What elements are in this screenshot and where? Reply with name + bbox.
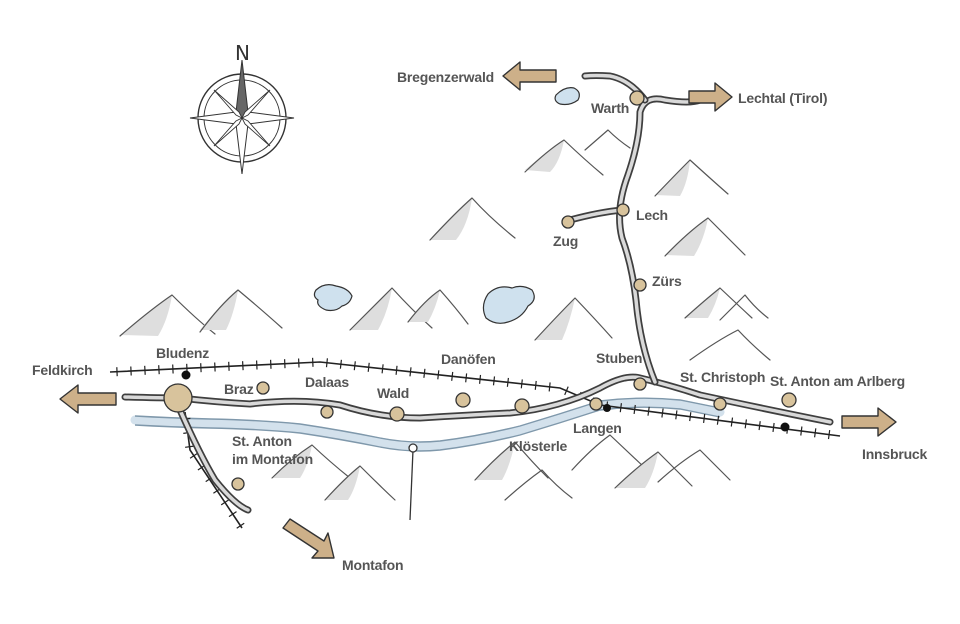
mountain	[407, 289, 469, 325]
label-warth: Warth	[591, 100, 629, 116]
arrow-southeast-montafon-icon	[282, 518, 335, 559]
label-langen: Langen	[573, 420, 622, 436]
label-st-christoph: St. Christoph	[680, 369, 765, 385]
town-zuers	[633, 278, 647, 292]
lake	[554, 87, 580, 106]
label-st-anton-arlberg: St. Anton am Arlberg	[770, 373, 905, 389]
mountain	[524, 139, 604, 176]
lakes	[313, 87, 580, 324]
label-feldkirch: Feldkirch	[32, 362, 92, 378]
label-zuers: Zürs	[652, 273, 682, 289]
arrow-east-innsbruck-icon	[841, 407, 897, 437]
label-wald: Wald	[377, 385, 409, 401]
arrow-east-lechtal-icon	[688, 82, 733, 112]
roads	[121, 72, 834, 514]
town-st-christoph	[713, 397, 727, 411]
town-stuben	[633, 377, 647, 391]
label-lech: Lech	[636, 207, 668, 223]
station-langen	[603, 404, 611, 412]
mountain	[199, 289, 283, 333]
label-danoefen: Danöfen	[441, 351, 496, 367]
label-braz: Braz	[224, 381, 254, 397]
mountain	[534, 297, 613, 341]
mountain	[614, 451, 693, 489]
station-bludenz	[181, 370, 191, 380]
label-bregenzerwald: Bregenzerwald	[397, 69, 494, 85]
mountain	[571, 434, 646, 471]
town-danoefen	[455, 392, 471, 408]
mountain	[689, 329, 771, 361]
town-lech	[616, 203, 630, 217]
label-bludenz: Bludenz	[156, 345, 209, 361]
town-st-anton-montafon	[231, 477, 245, 491]
label-dalaas: Dalaas	[305, 374, 349, 390]
town-wald	[389, 406, 405, 422]
label-kloesterle: Klösterle	[509, 438, 568, 454]
town-dalaas	[320, 405, 334, 419]
mountain	[657, 449, 731, 483]
mountain	[429, 197, 516, 241]
mountains	[119, 129, 771, 501]
arrow-west-feldkirch-icon	[59, 384, 117, 414]
town-braz	[256, 381, 270, 395]
mountain	[719, 294, 769, 321]
town-kloesterle	[514, 398, 530, 414]
mountain	[684, 287, 753, 319]
label-stuben: Stuben	[596, 350, 642, 366]
lake	[313, 284, 353, 312]
town-warth	[629, 90, 645, 106]
label-montafon: Montafon	[342, 557, 403, 573]
mountain	[584, 129, 631, 151]
mountain	[504, 469, 573, 501]
town-bludenz	[163, 383, 193, 413]
compass-north-label: N	[235, 41, 250, 65]
label-innsbruck: Innsbruck	[862, 446, 928, 462]
town-st-anton-arlberg	[781, 392, 797, 408]
town-langen	[589, 397, 603, 411]
labels: Bregenzerwald Lechtal (Tirol) Feldkirch …	[32, 69, 928, 573]
label-st-anton-montafon-2: im Montafon	[232, 451, 313, 467]
railway-stations	[181, 370, 790, 432]
mountain	[271, 444, 351, 479]
label-lechtal: Lechtal (Tirol)	[738, 90, 827, 106]
mountain	[654, 159, 729, 197]
label-zug: Zug	[553, 233, 578, 249]
mountain	[324, 465, 396, 501]
mountain	[664, 217, 746, 257]
town-zug	[561, 215, 575, 229]
mountain	[474, 441, 549, 481]
compass-rose-icon: N	[189, 41, 295, 175]
location-pin-icon	[408, 443, 418, 521]
river-alfenz	[130, 397, 725, 452]
mountain	[119, 294, 216, 337]
arrow-west-bregenzerwald-icon	[502, 61, 557, 91]
station-st-anton	[780, 422, 790, 432]
label-st-anton-montafon-1: St. Anton	[232, 433, 292, 449]
towns	[163, 90, 797, 491]
lake	[482, 285, 535, 324]
